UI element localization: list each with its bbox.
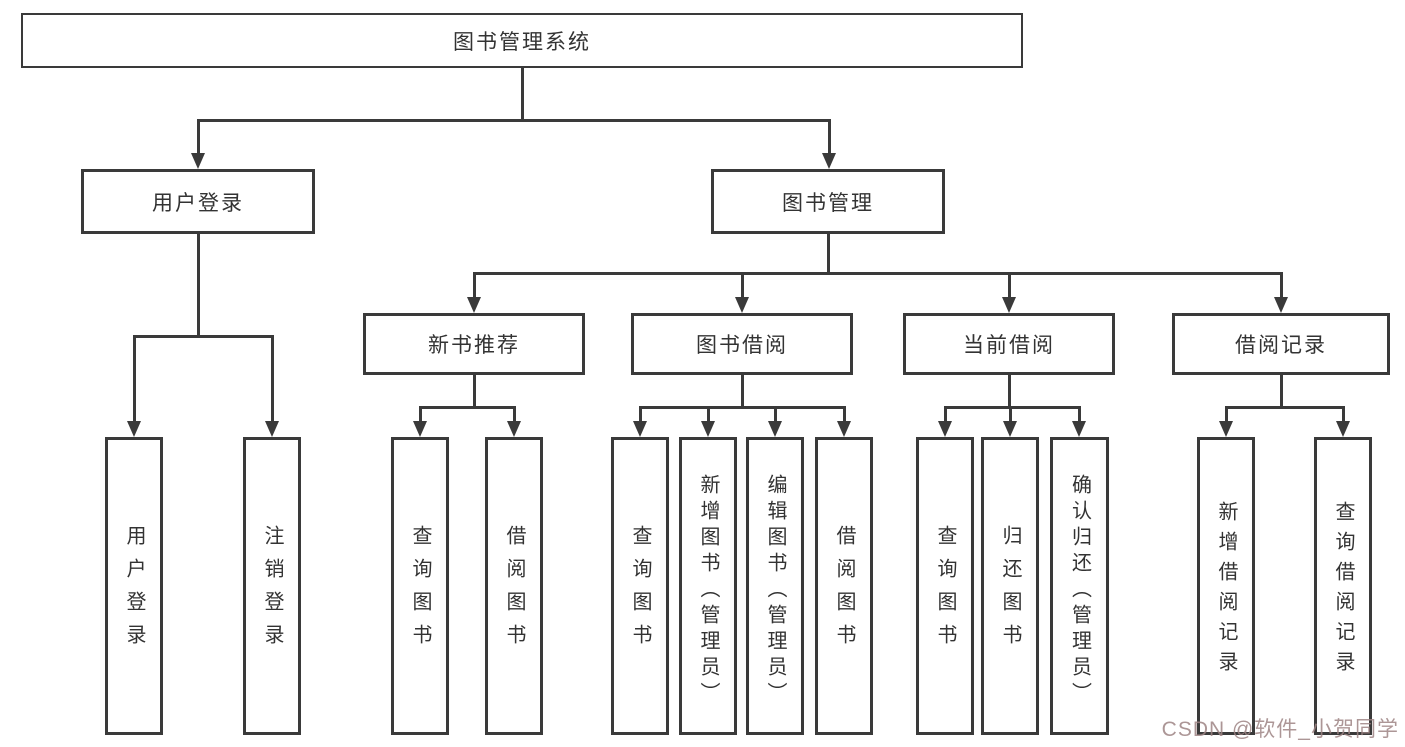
connector-bus [418, 406, 516, 409]
connector-drop-leaf [1341, 406, 1345, 421]
leaf-query-books: 查询图书 [391, 437, 449, 735]
leaf-edit-books-admin: 编辑图书（管理员） [746, 437, 804, 735]
connector-drop-leaf [773, 406, 777, 421]
arrow-down-icon [1072, 421, 1086, 437]
leaf-logout: 注销登录 [243, 437, 301, 735]
arrow-down-icon [768, 421, 782, 437]
arrow-down-icon [633, 421, 647, 437]
connector-drop-leaf [270, 335, 274, 421]
connector-level2-bus [196, 119, 831, 122]
watermark-text: CSDN @软件_小贺同学 [1161, 718, 1399, 741]
connector-root-stub [520, 68, 524, 119]
connector-level3-bus [472, 272, 1283, 275]
connector-drop-leaf [1077, 406, 1081, 421]
node-current-borrow: 当前借阅 [903, 313, 1115, 375]
arrow-down-icon [1003, 421, 1017, 437]
arrow-down-icon [1274, 297, 1288, 313]
connector-drop-leaf [706, 406, 710, 421]
node-book-borrow: 图书借阅 [631, 313, 853, 375]
connector-drop-user-login [196, 119, 200, 153]
arrow-down-icon [467, 297, 481, 313]
connector-stub [472, 375, 476, 406]
connector-bus [1224, 406, 1345, 409]
connector-drop-leaf [1224, 406, 1228, 421]
leaf-borrow-books: 借阅图书 [485, 437, 543, 735]
leaf-query-borrow-record: 查询借阅记录 [1314, 437, 1372, 735]
arrow-down-icon [1002, 297, 1016, 313]
leaf-confirm-return-admin: 确认归还（管理员） [1050, 437, 1109, 735]
connector-drop-new-book [472, 272, 476, 297]
arrow-down-icon [735, 297, 749, 313]
node-book-management: 图书管理 [711, 169, 945, 234]
connector-drop-book-mgmt [827, 119, 831, 153]
connector-drop-book-borrow [740, 272, 744, 297]
arrow-down-icon [1219, 421, 1233, 437]
node-new-book-recommend: 新书推荐 [363, 313, 585, 375]
connector-drop-leaf [638, 406, 642, 421]
leaf-add-borrow-record: 新增借阅记录 [1197, 437, 1255, 735]
connector-bus [943, 406, 1081, 409]
arrow-down-icon [837, 421, 851, 437]
node-borrow-records: 借阅记录 [1172, 313, 1390, 375]
leaf-borrow-books: 借阅图书 [815, 437, 873, 735]
leaf-query-books: 查询图书 [611, 437, 669, 735]
connector-stub [1007, 375, 1011, 406]
connector-bus [638, 406, 846, 409]
arrow-down-icon [191, 153, 205, 169]
leaf-query-books: 查询图书 [916, 437, 974, 735]
arrow-down-icon [822, 153, 836, 169]
connector-drop-leaf [132, 335, 136, 421]
node-root: 图书管理系统 [21, 13, 1023, 68]
arrow-down-icon [1336, 421, 1350, 437]
connector-drop-leaf [1008, 406, 1012, 421]
connector-drop-leaf [418, 406, 422, 421]
leaf-add-books-admin: 新增图书（管理员） [679, 437, 737, 735]
arrow-down-icon [265, 421, 279, 437]
node-user-login: 用户登录 [81, 169, 315, 234]
connector-drop-borrow-records [1279, 272, 1283, 297]
connector-user-stub [196, 234, 200, 335]
arrow-down-icon [413, 421, 427, 437]
connector-drop-leaf [512, 406, 516, 421]
arrow-down-icon [701, 421, 715, 437]
connector-drop-current-borrow [1007, 272, 1011, 297]
arrow-down-icon [507, 421, 521, 437]
connector-stub [1279, 375, 1283, 406]
arrow-down-icon [127, 421, 141, 437]
connector-drop-leaf [943, 406, 947, 421]
connector-drop-leaf [842, 406, 846, 421]
leaf-user-login: 用户登录 [105, 437, 163, 735]
leaf-return-books: 归还图书 [981, 437, 1039, 735]
connector-stub [740, 375, 744, 406]
connector-user-bus [132, 335, 274, 338]
connector-mgmt-stub [826, 234, 830, 272]
arrow-down-icon [938, 421, 952, 437]
